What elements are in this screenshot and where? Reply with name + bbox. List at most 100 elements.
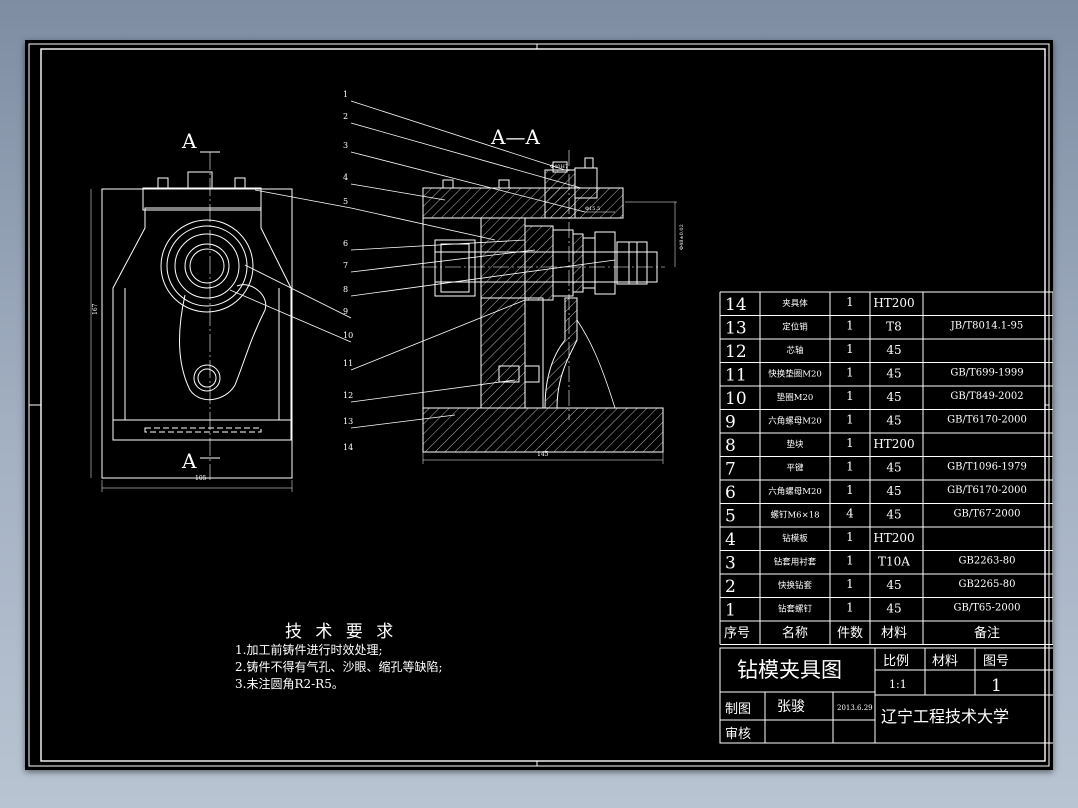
callout-number: 4	[343, 173, 348, 182]
bom-row-qty: 1	[846, 295, 854, 309]
title-block	[719, 647, 1053, 744]
bom-row-standard: GB/T699-1999	[950, 368, 1023, 379]
bom-row-no: 1	[725, 601, 736, 621]
cad-drawing: A A 105 167 A—A	[28, 43, 1053, 767]
bom-row-no: 11	[725, 366, 747, 386]
bom-row-material: T8	[886, 320, 902, 334]
bom-row-material: 45	[886, 508, 901, 522]
section-view	[421, 150, 677, 464]
bom-header-remark: 备注	[974, 625, 1000, 641]
bom-row-no: 6	[725, 483, 736, 503]
bom-row-material: 45	[886, 461, 901, 475]
bom-row-name: 快换垫圈M20	[768, 369, 822, 380]
bom-row-material: 45	[886, 390, 901, 404]
bom-row-standard: GB/T849-2002	[950, 391, 1023, 402]
bom-row-no: 10	[725, 389, 747, 409]
bom-row-qty: 1	[846, 436, 854, 450]
bom-row-standard: GB/T1096-1979	[947, 462, 1027, 473]
bom-row-qty: 1	[846, 554, 854, 568]
bom-row-standard: GB/T6170-2000	[947, 485, 1027, 496]
callout-number: 14	[343, 443, 353, 452]
bom-header-name: 名称	[782, 625, 808, 641]
bom-row-name: 芯轴	[786, 345, 803, 356]
bom-row-name: 六角螺母M20	[768, 486, 822, 497]
bom-header-qty: 件数	[837, 626, 863, 641]
bom-row-standard: GB/T67-2000	[954, 509, 1021, 520]
review-label: 审核	[725, 727, 751, 742]
bom-row-qty: 1	[846, 413, 854, 427]
bom-row-qty: 1	[846, 601, 854, 615]
tech-line-1: 1.加工前铸件进行时效处理;	[235, 642, 383, 657]
bom-row-standard: GB2265-80	[959, 579, 1016, 590]
bom-row-no: 8	[725, 436, 736, 456]
bom-row-no: 4	[725, 530, 736, 550]
dim-right-width: 145	[537, 451, 549, 458]
callout-number: 11	[343, 359, 353, 368]
sheet-label: 图号	[983, 654, 1009, 669]
drawn-by: 张骏	[777, 699, 805, 715]
bom-row-qty: 1	[846, 389, 854, 403]
callout-number: 3	[343, 141, 348, 150]
scale-label: 比例	[883, 654, 909, 669]
callout-number: 12	[343, 391, 353, 400]
bom-row-name: 钻模板	[782, 533, 808, 544]
drawing-date: 2013.6.29	[837, 704, 873, 712]
bom-row-standard: GB/T6170-2000	[947, 415, 1027, 426]
callout-number: 6	[343, 239, 348, 248]
bom-row-name: 夹具体	[782, 298, 808, 309]
section-label-bottom: A	[181, 449, 197, 473]
bom-row-no: 14	[725, 295, 747, 315]
callout-number: 2	[343, 112, 348, 121]
bom-row-material: HT200	[873, 531, 914, 545]
bom-row-material: 45	[886, 484, 901, 498]
bom-row-material: HT200	[873, 437, 914, 451]
callout-number: 1	[343, 90, 348, 99]
callout-number: 9	[343, 307, 348, 316]
bom-row-qty: 1	[846, 319, 854, 333]
bom-row-material: T10A	[878, 555, 910, 569]
section-label-top: A	[181, 129, 197, 153]
bom-row-name: 六角螺母M20	[768, 416, 822, 427]
bom-row-name: 钻套用衬套	[774, 557, 817, 568]
callout-number: 5	[343, 197, 348, 206]
bom-header-no: 序号	[724, 626, 750, 641]
section-title: A—A	[490, 125, 540, 149]
tech-line-2: 2.铸件不得有气孔、沙眼、缩孔等缺陷;	[235, 659, 443, 674]
bom-row-material: 45	[886, 578, 901, 592]
callout-number: 10	[343, 331, 353, 340]
dim-small-top: Φ40H7	[550, 164, 568, 170]
bom-row-name: 平键	[786, 463, 804, 474]
bom-row-qty: 4	[846, 507, 854, 521]
bom-row-no: 7	[725, 460, 736, 480]
bom-row-no: 5	[725, 507, 736, 527]
bom-row-material: 45	[886, 414, 901, 428]
bom-row-name: 垫块	[786, 439, 804, 450]
bom-row-no: 12	[725, 342, 747, 362]
dim-left-width: 105	[195, 475, 207, 482]
bom-row-standard: GB/T65-2000	[954, 603, 1021, 614]
bom-row-no: 9	[725, 413, 736, 433]
bom-row-no: 3	[725, 554, 736, 574]
bom-row-name: 快换钻套	[778, 580, 813, 591]
bom-row-qty: 1	[846, 342, 854, 356]
bom-row-qty: 1	[846, 460, 854, 474]
school-name: 辽宁工程技术大学	[881, 707, 1009, 726]
bom-row-name: 钻套螺钉	[778, 604, 813, 615]
dim-small-mid: Φ15.5	[585, 206, 600, 212]
leaders-left	[229, 100, 616, 429]
bom-row-material: 45	[886, 367, 901, 381]
bom-row-standard: JB/T8014.1-95	[950, 321, 1024, 332]
callout-number: 8	[343, 285, 348, 294]
bom-row-qty: 1	[846, 366, 854, 380]
tech-line-3: 3.未注圆角R2-R5。	[235, 676, 344, 691]
bom-row-qty: 1	[846, 530, 854, 544]
material-label: 材料	[932, 654, 958, 669]
drawn-label: 制图	[725, 702, 751, 717]
dim-left-height: 167	[92, 303, 99, 315]
bom-row-no: 13	[725, 319, 747, 339]
left-view: A A	[90, 129, 293, 492]
bom-row-name: 垫圈M20	[777, 392, 814, 403]
bom-row-qty: 1	[846, 577, 854, 591]
sheet-value: 1	[991, 676, 1002, 696]
dim-right-height: Φ48±0.02	[679, 224, 685, 250]
